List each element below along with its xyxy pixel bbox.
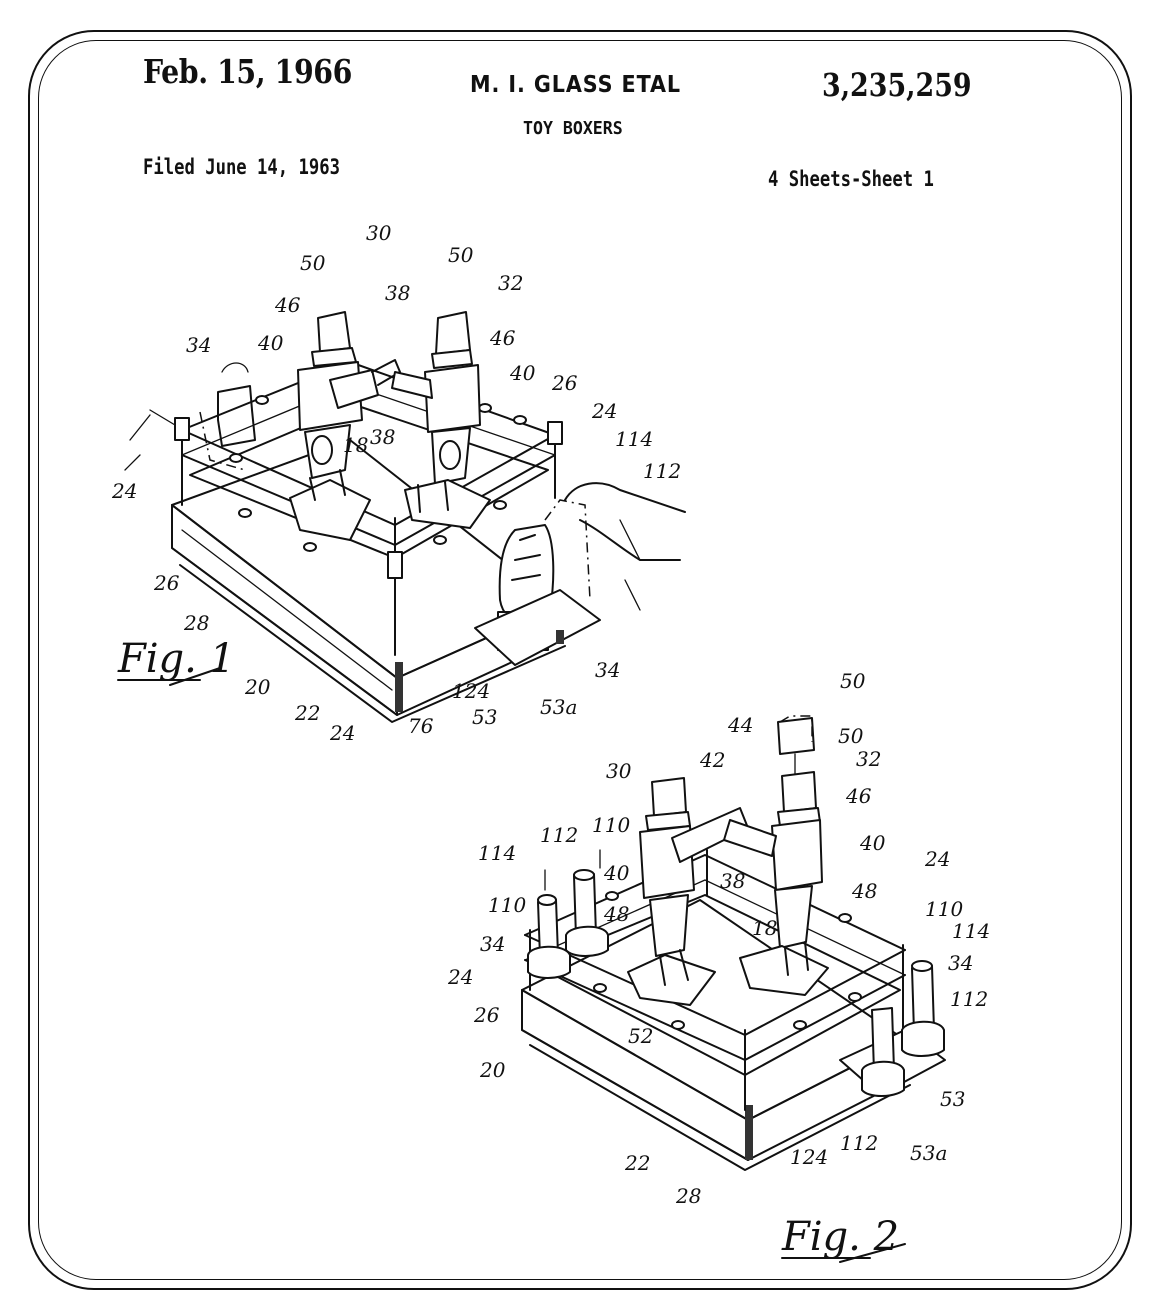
fig2-label: Fig. 2 bbox=[781, 1214, 899, 1260]
fig1-right-controller bbox=[474, 482, 686, 666]
fig1-ref: 24 bbox=[329, 721, 355, 745]
fig1-ref: 114 bbox=[615, 427, 653, 451]
fig2-ref: 112 bbox=[840, 1131, 878, 1155]
fig2-ref: 24 bbox=[924, 847, 950, 871]
fig2-ref: 110 bbox=[488, 893, 526, 917]
fig2-ref: 18 bbox=[752, 916, 777, 940]
fig2-ref: 26 bbox=[473, 1003, 500, 1027]
fig1-ref: 26 bbox=[551, 371, 578, 395]
fig1-ref: 53a bbox=[540, 695, 577, 719]
fig2-ref: 52 bbox=[628, 1024, 653, 1048]
fig2-ref: 40 bbox=[859, 831, 886, 855]
fig2-right-boxer bbox=[723, 717, 829, 996]
inventor-name: M. I. GLASS ETAL bbox=[470, 72, 682, 98]
fig2-ref: 124 bbox=[790, 1145, 828, 1169]
fig1-ref: 76 bbox=[408, 714, 434, 738]
fig2-ref: 34 bbox=[480, 932, 505, 956]
fig1-ref: 18 bbox=[343, 433, 368, 457]
patent-date: Feb. 15, 1966 bbox=[143, 52, 352, 91]
fig2-ref: 50 bbox=[838, 724, 864, 748]
fig1-ref: 24 bbox=[111, 479, 137, 503]
fig2-ref: 48 bbox=[851, 879, 877, 903]
fig1-ref: 50 bbox=[300, 251, 326, 275]
sheet-border-inner bbox=[38, 40, 1122, 1280]
fig1-ref: 26 bbox=[153, 571, 180, 595]
fig1-ref: 22 bbox=[294, 701, 320, 725]
fig2-ref: 30 bbox=[606, 759, 632, 783]
fig1-ref: 38 bbox=[385, 281, 410, 305]
fig2-ref: 110 bbox=[925, 897, 963, 921]
fig1-ref: 124 bbox=[452, 679, 490, 703]
fig1-ref: 50 bbox=[448, 243, 474, 267]
fig2-ref: 114 bbox=[478, 841, 516, 865]
fig1-ref: 46 bbox=[274, 293, 301, 317]
fig2-ref: 34 bbox=[948, 951, 973, 975]
fig1-ref: 38 bbox=[370, 425, 395, 449]
fig2-ref: 50 bbox=[840, 669, 866, 693]
filed-date: Filed June 14, 1963 bbox=[143, 155, 340, 179]
figure-1-boxing-ring: 30 50 50 32 38 46 46 40 40 34 26 24 24 1… bbox=[111, 221, 686, 745]
fig1-left-controller bbox=[199, 362, 256, 471]
fig2-ref: 24 bbox=[447, 965, 473, 989]
fig2-ref: 112 bbox=[540, 823, 578, 847]
fig2-right-controllers bbox=[861, 960, 945, 1097]
sheet-count: 4 Sheets-Sheet 1 bbox=[768, 167, 934, 191]
patent-title: TOY BOXERS bbox=[523, 118, 623, 139]
fig2-ref: 110 bbox=[592, 813, 630, 837]
fig1-ref: 46 bbox=[489, 326, 516, 350]
fig1-ref: 28 bbox=[183, 611, 209, 635]
fig2-ref: 32 bbox=[856, 747, 881, 771]
fig1-ref: 34 bbox=[595, 658, 620, 682]
fig1-ref: 112 bbox=[643, 459, 681, 483]
fig1-ref: 40 bbox=[257, 331, 284, 355]
fig2-ref: 28 bbox=[675, 1184, 701, 1208]
fig2-ref: 53a bbox=[910, 1141, 947, 1165]
fig2-ref: 38 bbox=[720, 869, 745, 893]
fig1-ref: 32 bbox=[498, 271, 523, 295]
fig2-ref: 40 bbox=[603, 861, 630, 885]
fig2-ref: 112 bbox=[950, 987, 988, 1011]
sheet-border-outer bbox=[28, 30, 1132, 1290]
fig2-ref: 20 bbox=[479, 1058, 506, 1082]
fig2-ref: 48 bbox=[603, 902, 629, 926]
fig2-ref: 114 bbox=[952, 919, 990, 943]
fig1-ref: 20 bbox=[244, 675, 271, 699]
fig2-ref: 44 bbox=[727, 713, 753, 737]
fig2-ref: 46 bbox=[845, 784, 872, 808]
fig1-right-boxer bbox=[391, 311, 491, 529]
fig1-ref: 34 bbox=[186, 333, 211, 357]
figure-2-boxing-ring: 50 50 44 42 32 30 46 112 110 40 114 38 4… bbox=[447, 669, 990, 1263]
fig1-left-boxer bbox=[289, 311, 401, 541]
patent-number: 3,235,259 bbox=[822, 66, 972, 104]
fig2-ref: 22 bbox=[624, 1151, 650, 1175]
fig2-left-controllers bbox=[527, 869, 609, 979]
fig1-ref: 53 bbox=[472, 705, 497, 729]
fig1-ref: 30 bbox=[366, 221, 392, 245]
fig1-ref: 40 bbox=[509, 361, 536, 385]
fig1-label: Fig. 1 bbox=[117, 636, 235, 682]
fig2-ref: 53 bbox=[940, 1087, 965, 1111]
fig1-ref: 24 bbox=[591, 399, 617, 423]
fig2-ref: 42 bbox=[699, 748, 725, 772]
